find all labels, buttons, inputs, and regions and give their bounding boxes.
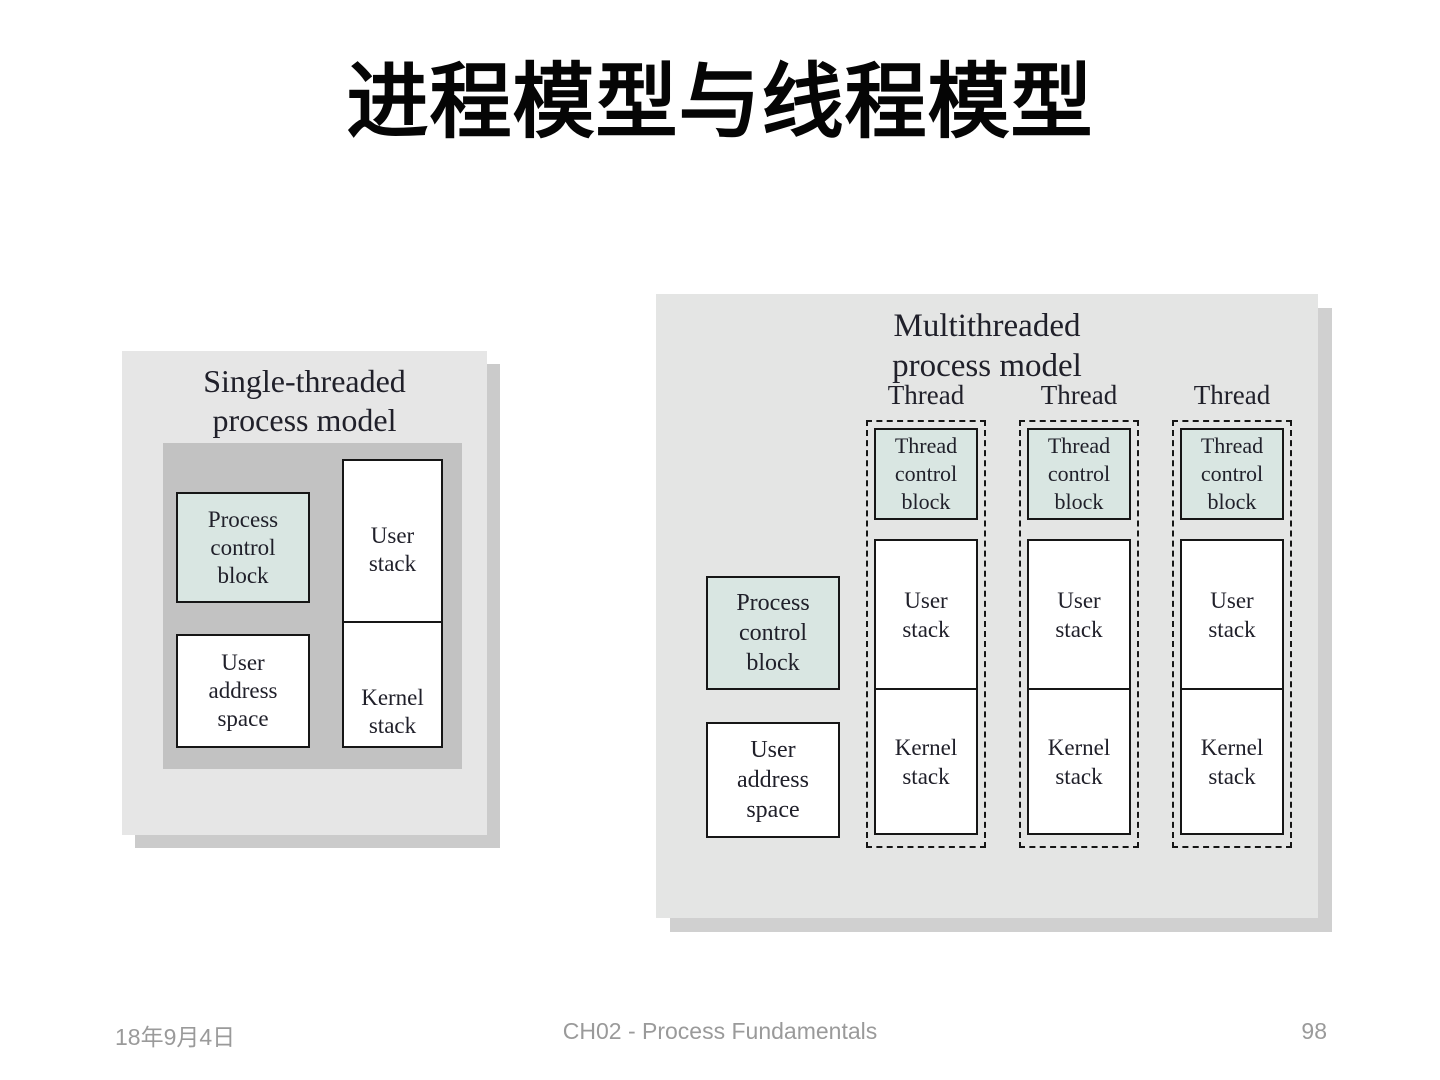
user-stack-box: User stack <box>876 541 976 690</box>
single-threaded-title: Single-threaded process model <box>203 363 406 438</box>
thread-control-block-box: Thread control block <box>874 428 978 520</box>
thread-label: Thread <box>1040 380 1118 410</box>
slide-title: 进程模型与线程模型 <box>346 57 1094 148</box>
kernel-stack-box: Kernel stack <box>1047 734 1111 789</box>
thread-control-block-box: Thread control block <box>1180 428 1284 520</box>
footer-page-number: 98 <box>1301 1018 1327 1044</box>
user-stack-box: User stack <box>1182 541 1282 690</box>
process-control-block-box: Process control block <box>176 492 310 603</box>
thread-stack-column: User stack Kernel stack <box>1180 539 1284 835</box>
single-threaded-panel: Single-threaded process model Process co… <box>122 351 487 835</box>
kernel-stack-box: Kernel stack <box>894 734 958 789</box>
user-stack-box: User stack <box>1029 541 1129 690</box>
thread-label: Thread <box>1193 380 1271 410</box>
thread-column: Thread control block User stack Kernel s… <box>1172 420 1292 848</box>
kernel-stack-box: Kernel stack <box>1200 734 1264 789</box>
thread-stack-column: User stack Kernel stack <box>874 539 978 835</box>
user-stack-box: User stack <box>344 479 441 623</box>
user-address-space-box: User address space <box>176 634 310 748</box>
thread-stack-column: User stack Kernel stack <box>1027 539 1131 835</box>
thread-column: Thread control block User stack Kernel s… <box>866 420 986 848</box>
stack-column: User stack Kernel stack <box>342 459 443 748</box>
thread-label: Thread <box>887 380 965 410</box>
footer-section: CH02 - Process Fundamentals <box>562 1018 878 1044</box>
thread-column: Thread control block User stack Kernel s… <box>1019 420 1139 848</box>
footer-date: 18年9月4日 <box>115 1024 236 1050</box>
process-control-block-box: Process control block <box>706 576 840 690</box>
single-threaded-process-region: Process control block User address space… <box>163 443 462 769</box>
multithreaded-title: Multithreaded process model <box>892 308 1082 384</box>
user-address-space-box: User address space <box>706 722 840 838</box>
multithreaded-panel: Multithreaded process model Thread Threa… <box>656 294 1318 918</box>
kernel-stack-box: Kernel stack <box>361 684 424 738</box>
thread-control-block-box: Thread control block <box>1027 428 1131 520</box>
